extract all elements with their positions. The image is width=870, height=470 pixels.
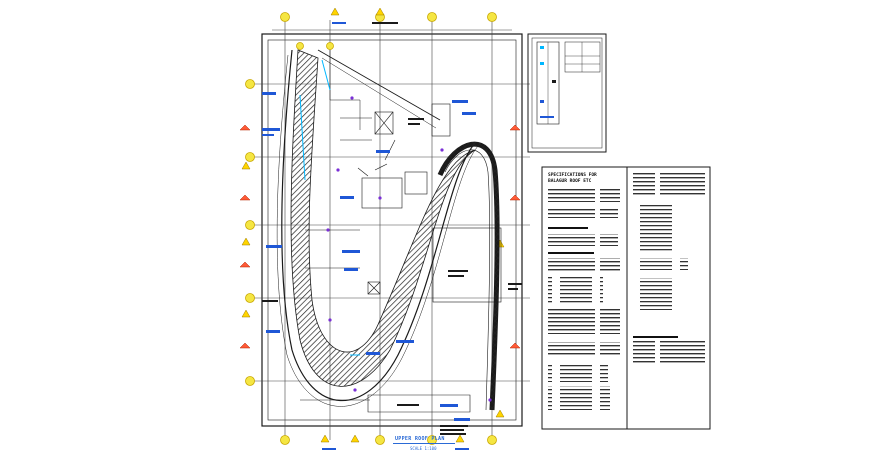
spec-title-line-2: BALAGUR ROOF ETC <box>548 179 592 184</box>
level-markers <box>241 7 505 443</box>
curved-roof-shell <box>276 49 500 411</box>
specification-text-blocks <box>548 173 705 410</box>
section-markers <box>239 124 521 349</box>
plan-caption-underline <box>393 443 455 444</box>
specifications-title: SPECIFICATIONS FOR BALAGUR ROOF ETC <box>548 173 628 185</box>
annotation-tags <box>262 22 476 450</box>
accent-marks <box>326 96 492 402</box>
cyan-highlights <box>299 59 360 356</box>
detail-sheet <box>527 33 607 153</box>
grid-bubbles-top <box>280 12 497 50</box>
plan-caption: UPPER ROOF PLAN <box>395 436 445 442</box>
grid-bubbles-bottom <box>280 435 497 445</box>
annotation-text <box>262 22 522 435</box>
plan-frame <box>261 33 523 427</box>
spec-title-line-1: SPECIFICATIONS FOR <box>548 173 597 178</box>
detail-marks <box>540 46 556 118</box>
grid-bubbles-left <box>245 79 255 386</box>
plan-scale: SCALE 1:100 <box>410 446 437 451</box>
specifications-sheet <box>541 166 711 430</box>
